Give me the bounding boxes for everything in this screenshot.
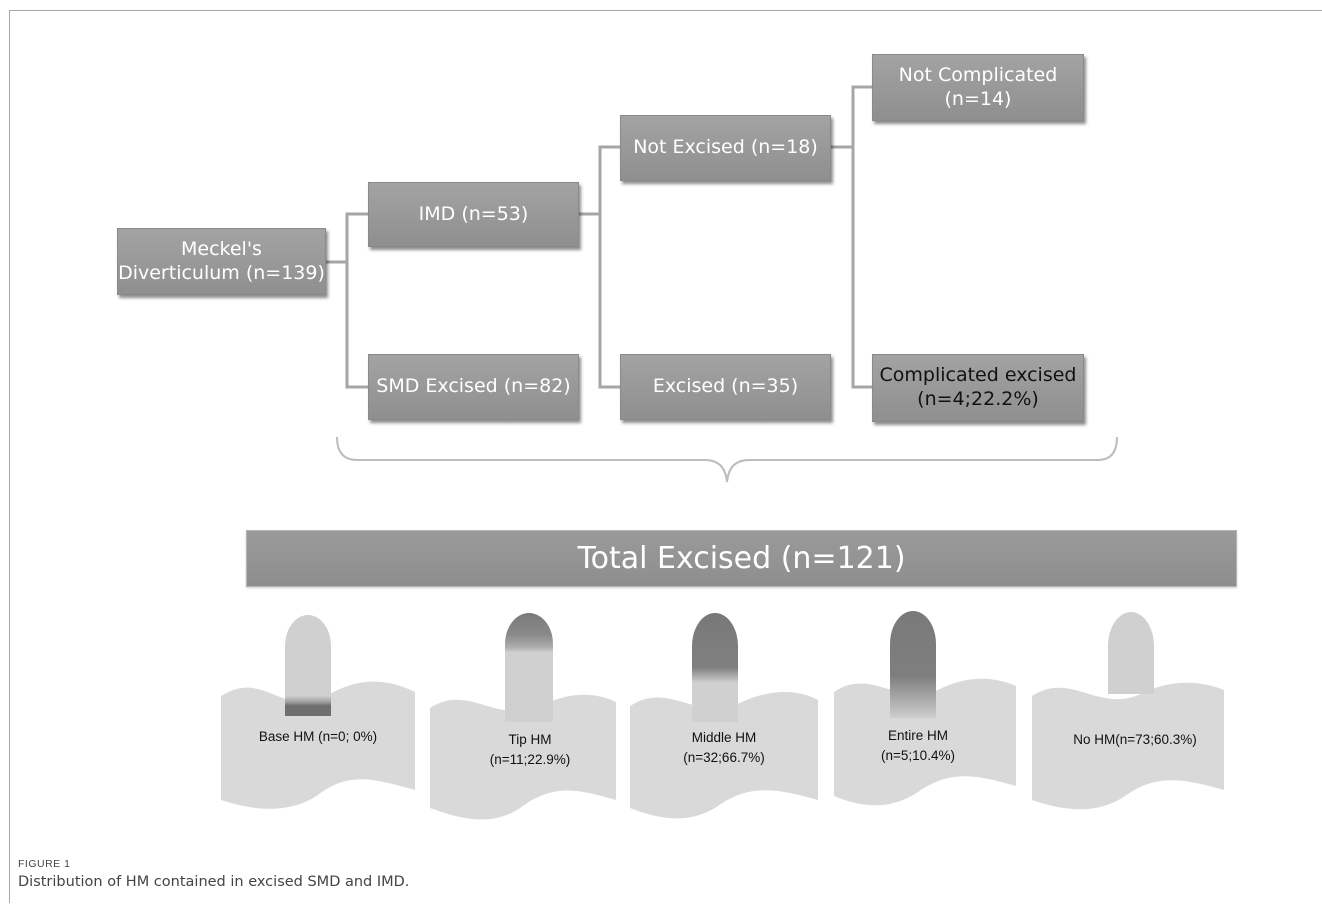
figure-caption-text: Distribution of HM contained in excised … [18, 874, 410, 890]
hm-label-none: No HM(n=73;60.3%) [1073, 732, 1197, 747]
node-excised: Excised (n=35) [620, 354, 831, 420]
diverticulum-none [1108, 612, 1154, 694]
node-not-excised: Not Excised (n=18) [620, 115, 831, 181]
node-imd: IMD (n=53) [368, 182, 579, 247]
connector-root [322, 212, 368, 389]
node-complicated-excised: Complicated excised (n=4;22.2%) [872, 354, 1084, 422]
node-meckels-diverticulum: Meckel's Diverticulum (n=139) [117, 228, 326, 295]
hm-label-entire: Entire HM (n=5;10.4%) [881, 728, 955, 763]
hm-sheets [221, 678, 1224, 820]
hm-label-tip: Tip HM (n=11;22.9%) [489, 732, 571, 767]
diverticulum-entire [890, 611, 936, 718]
sheet-entire [834, 678, 1016, 806]
total-excised-bar: Total Excised (n=121) [246, 530, 1237, 587]
diverticulum-tip [505, 613, 553, 722]
hm-label-middle: Middle HM (n=32;66.7%) [683, 730, 765, 765]
diverticulum-base [285, 615, 331, 716]
sheet-none [1032, 682, 1224, 810]
sheet-base [221, 681, 415, 809]
diverticulum-middle [692, 613, 738, 722]
connector-imd [578, 145, 620, 389]
node-smd-excised: SMD Excised (n=82) [368, 354, 579, 420]
sheet-middle [630, 692, 818, 819]
connector-not-excised [831, 85, 872, 389]
diverticula [285, 611, 1154, 722]
node-not-complicated: Not Complicated (n=14) [872, 54, 1084, 121]
sheet-tip [430, 694, 616, 820]
figure-frame [9, 10, 1322, 903]
figure-caption-tag: FIGURE 1 [18, 858, 71, 870]
hm-label-base: Base HM (n=0; 0%) [258, 729, 378, 744]
grouping-brace [336, 436, 1118, 483]
